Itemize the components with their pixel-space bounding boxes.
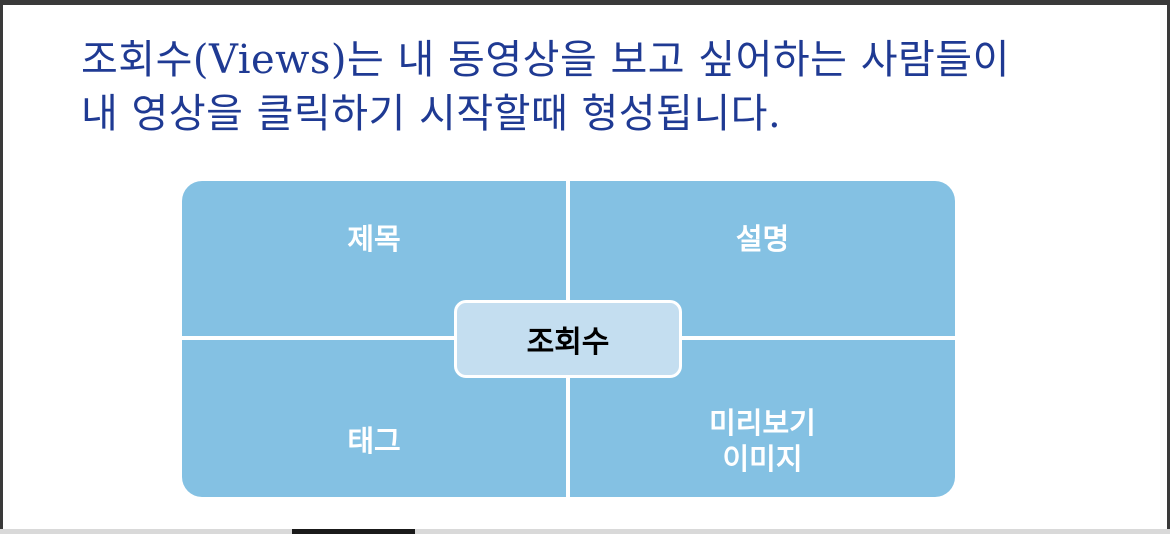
quadrant-title: 제목 xyxy=(182,181,566,336)
quadrant-thumbnail-label: 미리보기 이미지 xyxy=(709,405,816,477)
center-box-views: 조회수 xyxy=(454,300,682,378)
quadrant-description-label: 설명 xyxy=(735,222,790,256)
quadrant-tags-label: 태그 xyxy=(347,424,401,458)
center-box-label: 조회수 xyxy=(526,325,610,360)
slide-title-line-2: 내 영상을 클릭하기 시작할때 형성됩니다. xyxy=(81,91,782,137)
presentation-slide: 조회수(Views)는 내 동영상을 보고 싶어하는 사람들이 내 영상을 클릭… xyxy=(3,5,1167,529)
bottom-edge-segment xyxy=(415,529,1170,534)
slide-title-line-1: 조회수(Views)는 내 동영상을 보고 싶어하는 사람들이 xyxy=(81,37,1010,83)
quadrant-thumbnail-label-line-2: 이미지 xyxy=(722,442,803,476)
quadrant-title-label: 제목 xyxy=(347,222,401,256)
quadrant-tags: 태그 xyxy=(182,340,566,497)
bottom-edge-segment xyxy=(0,529,292,534)
window-bottom-edge xyxy=(0,529,1170,534)
views-matrix-diagram: 제목 설명 태그 미리보기 이미지 조회수 xyxy=(182,181,955,497)
slide-title: 조회수(Views)는 내 동영상을 보고 싶어하는 사람들이 내 영상을 클릭… xyxy=(81,33,1141,141)
quadrant-thumbnail-label-line-1: 미리보기 xyxy=(709,406,816,440)
